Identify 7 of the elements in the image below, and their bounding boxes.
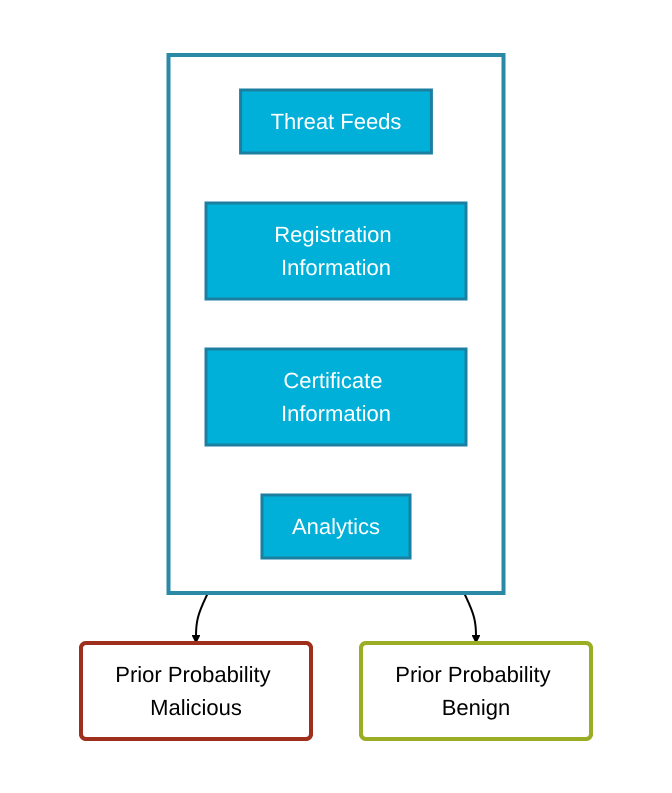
node-box: Analytics: [260, 493, 412, 559]
cluster: [166, 52, 506, 594]
node-box: Registration Information: [204, 201, 468, 300]
arrow: [192, 592, 209, 643]
node-box: Threat Feeds: [239, 88, 433, 154]
arrow: [463, 592, 480, 643]
node-box: Certificate Information: [204, 347, 468, 446]
